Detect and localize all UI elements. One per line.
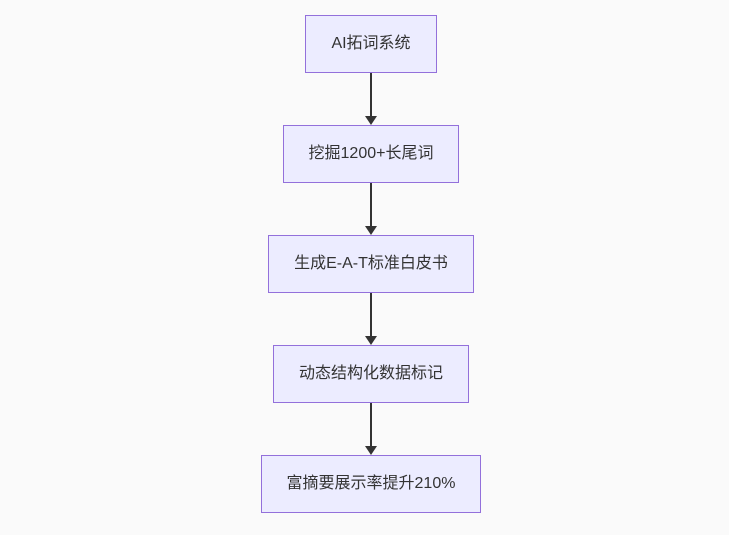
arrow-head-icon: [365, 336, 377, 345]
flow-node-eat-whitepaper: 生成E-A-T标准白皮书: [268, 235, 474, 293]
arrow-line: [370, 73, 372, 118]
arrow-head-icon: [365, 446, 377, 455]
flow-node-label: 生成E-A-T标准白皮书: [294, 255, 448, 272]
flow-node-label: AI拓词系统: [331, 35, 411, 52]
flow-node-rich-snippet-result: 富摘要展示率提升210%: [260, 455, 482, 513]
flow-node-ai-word-system: AI拓词系统: [305, 15, 437, 73]
arrow-line: [370, 183, 372, 228]
flow-node-label: 富摘要展示率提升210%: [286, 475, 456, 492]
arrow-line: [370, 403, 372, 448]
flow-arrow-3: [364, 293, 378, 345]
arrow-head-icon: [365, 116, 377, 125]
arrow-head-icon: [365, 226, 377, 235]
flow-node-longtail-mining: 挖掘1200+长尾词: [282, 125, 460, 183]
flow-node-label: 挖掘1200+长尾词: [308, 145, 434, 162]
flow-node-structured-data: 动态结构化数据标记: [272, 345, 469, 403]
flowchart-column: AI拓词系统 挖掘1200+长尾词 生成E-A-T标准白皮书 动态结构化数据标记: [260, 15, 482, 513]
arrow-line: [370, 293, 372, 338]
flow-node-label: 动态结构化数据标记: [298, 365, 443, 382]
flow-arrow-4: [364, 403, 378, 455]
flow-arrow-2: [364, 183, 378, 235]
flow-arrow-1: [364, 73, 378, 125]
